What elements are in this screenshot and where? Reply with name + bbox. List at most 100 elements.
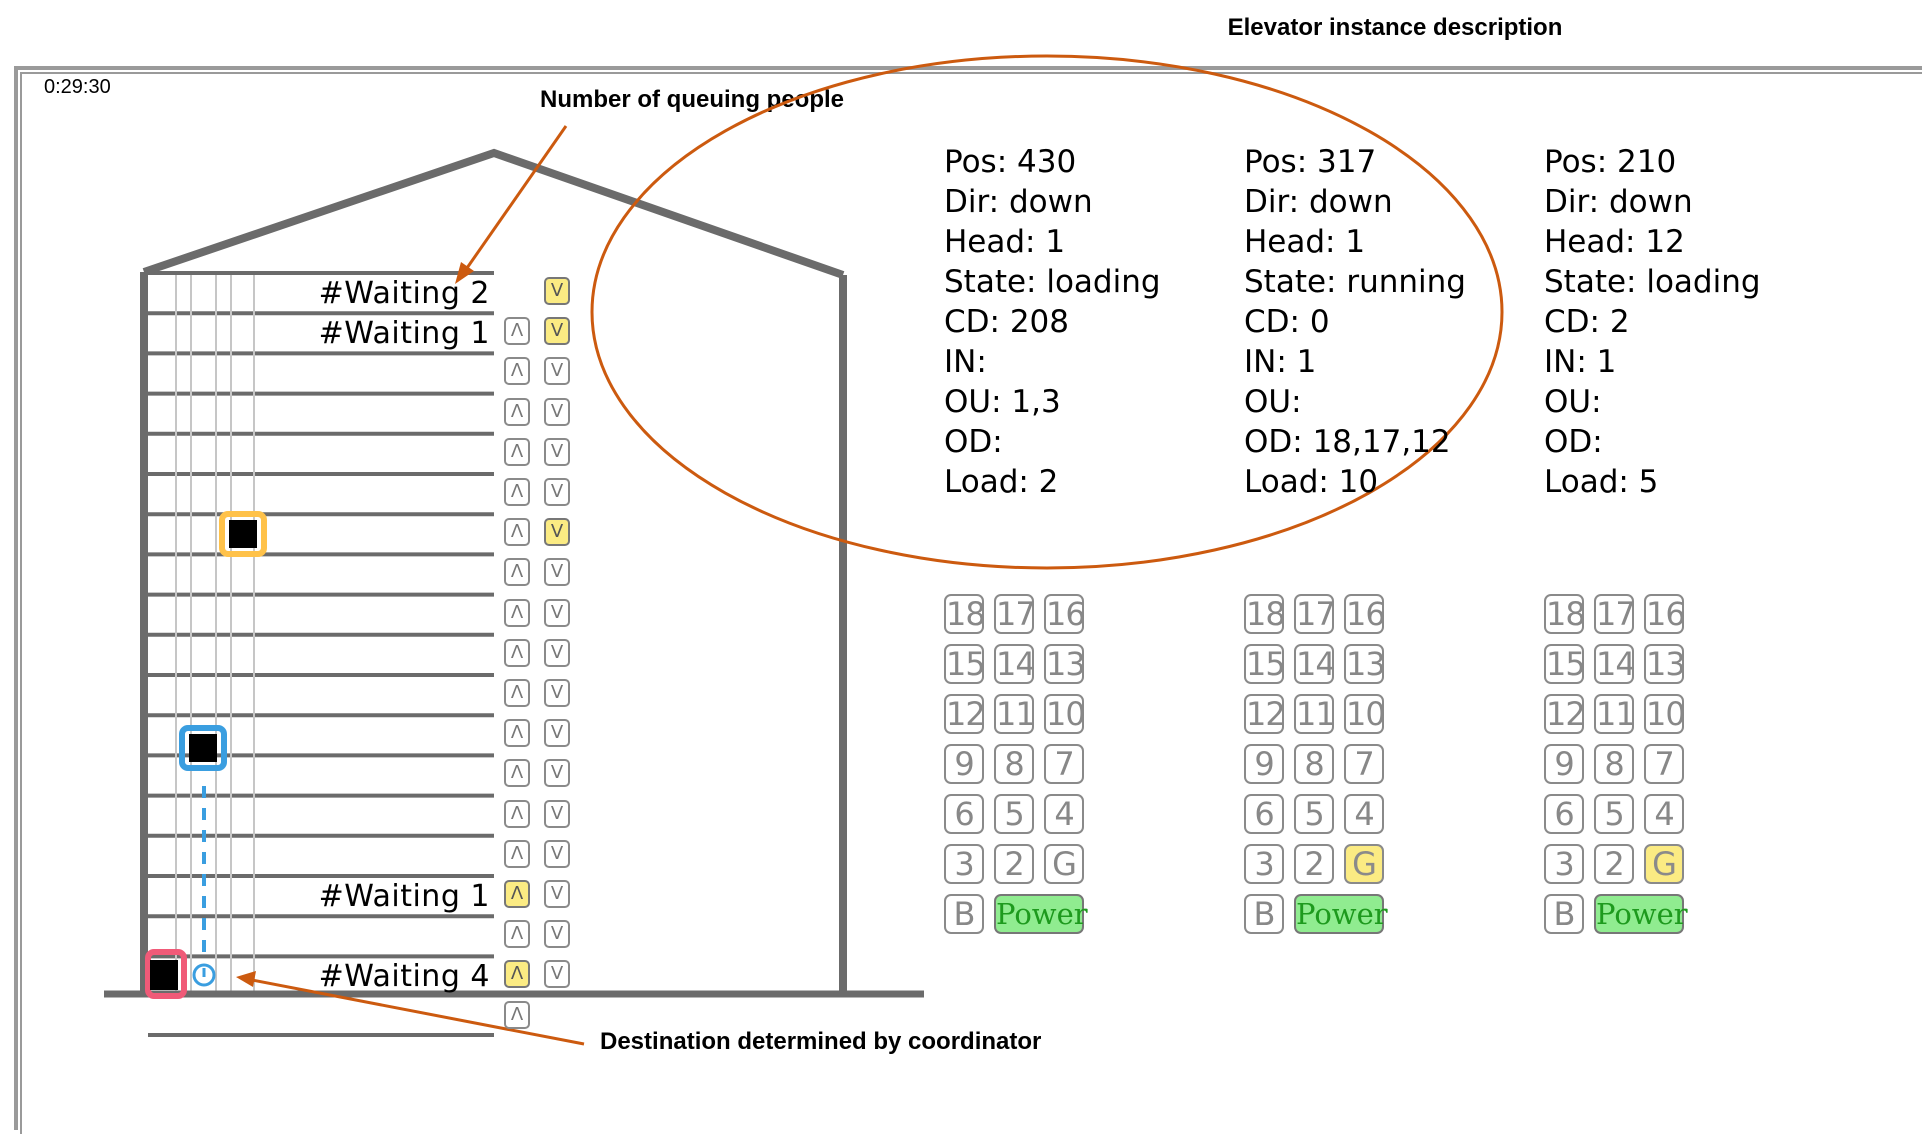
car-floor-button[interactable]: 17 — [994, 594, 1036, 634]
hall-down-button[interactable]: V — [544, 880, 570, 908]
car-floor-button[interactable]: 3 — [944, 844, 984, 884]
hall-up-button[interactable]: Λ — [504, 638, 530, 667]
car-floor-button[interactable]: 13 — [1644, 644, 1686, 684]
hall-down-button[interactable]: V — [544, 638, 570, 667]
hall-up-button[interactable]: Λ — [504, 437, 530, 466]
car-floor-button[interactable]: 10 — [1344, 694, 1386, 734]
hall-down-button[interactable]: V — [544, 558, 570, 587]
car-floor-button[interactable]: 12 — [944, 694, 986, 734]
hall-up-button[interactable]: Λ — [504, 679, 530, 707]
car-floor-button[interactable]: 15 — [1544, 644, 1586, 684]
hall-down-button[interactable]: V — [544, 397, 570, 426]
hall-up-button[interactable]: Λ — [504, 558, 530, 587]
car-floor-button[interactable]: 4 — [1344, 794, 1384, 834]
car-floor-button[interactable]: 2 — [1594, 844, 1634, 884]
car-floor-button[interactable]: 7 — [1044, 744, 1084, 784]
hall-up-button[interactable]: Λ — [504, 719, 530, 748]
car-floor-button[interactable]: 16 — [1344, 594, 1386, 634]
hall-down-button[interactable]: V — [544, 478, 570, 506]
hall-up-button[interactable]: Λ — [504, 920, 530, 949]
hall-down-button[interactable]: V — [544, 317, 570, 346]
car-floor-button[interactable]: 7 — [1344, 744, 1384, 784]
car-floor-button[interactable]: 12 — [1544, 694, 1586, 734]
hall-down-button[interactable]: V — [544, 437, 570, 466]
car-floor-button[interactable]: 6 — [1544, 794, 1584, 834]
car-floor-button[interactable]: 5 — [1294, 794, 1334, 834]
car-floor-button[interactable]: 13 — [1344, 644, 1386, 684]
hall-up-button[interactable]: Λ — [504, 880, 530, 908]
car-floor-button[interactable]: 3 — [1544, 844, 1584, 884]
car-floor-button[interactable]: G — [1344, 844, 1384, 884]
hall-up-button[interactable]: Λ — [504, 839, 530, 868]
car-floor-button[interactable]: B — [1544, 894, 1584, 934]
car-floor-button[interactable]: 14 — [994, 644, 1036, 684]
car-floor-button[interactable]: G — [1644, 844, 1684, 884]
elevator-car-1[interactable] — [145, 949, 187, 999]
car-floor-button[interactable]: 12 — [1244, 694, 1286, 734]
car-floor-button[interactable]: 11 — [1294, 694, 1336, 734]
car-floor-button[interactable]: 8 — [1594, 744, 1634, 784]
car-floor-button[interactable]: 15 — [944, 644, 986, 684]
hall-down-button[interactable]: V — [544, 679, 570, 707]
hall-up-button[interactable]: Λ — [504, 1000, 530, 1029]
hall-up-button[interactable]: Λ — [504, 357, 530, 386]
hall-down-button[interactable]: V — [544, 960, 570, 989]
hall-up-button[interactable]: Λ — [504, 397, 530, 426]
hall-up-button[interactable]: Λ — [504, 799, 530, 828]
car-floor-button[interactable]: 2 — [994, 844, 1034, 884]
car-floor-button[interactable]: 8 — [994, 744, 1034, 784]
car-floor-button[interactable]: 5 — [994, 794, 1034, 834]
car-floor-button[interactable]: 5 — [1594, 794, 1634, 834]
car-floor-button[interactable]: 18 — [944, 594, 986, 634]
car-floor-button[interactable]: B — [944, 894, 984, 934]
hall-down-button[interactable]: V — [544, 719, 570, 748]
simulation-clock: 0:29:30 — [44, 76, 111, 98]
car-floor-button[interactable]: 6 — [1244, 794, 1284, 834]
hall-up-button[interactable]: Λ — [504, 518, 530, 547]
car-floor-button[interactable]: B — [1244, 894, 1284, 934]
car-floor-button[interactable]: 15 — [1244, 644, 1286, 684]
car-floor-button[interactable]: 2 — [1294, 844, 1334, 884]
hall-down-button[interactable]: V — [544, 759, 570, 788]
hall-down-button[interactable]: V — [544, 277, 570, 305]
car-floor-button[interactable]: 4 — [1644, 794, 1684, 834]
car-floor-button[interactable]: 14 — [1594, 644, 1636, 684]
hall-up-button[interactable]: Λ — [504, 598, 530, 627]
car-floor-button[interactable]: 11 — [1594, 694, 1636, 734]
hall-down-button[interactable]: V — [544, 799, 570, 828]
car-floor-button[interactable]: 10 — [1644, 694, 1686, 734]
car-floor-button[interactable]: 18 — [1244, 594, 1286, 634]
car-floor-button[interactable]: 3 — [1244, 844, 1284, 884]
car-floor-button[interactable]: 17 — [1594, 594, 1636, 634]
car-floor-button[interactable]: 16 — [1044, 594, 1086, 634]
hall-down-button[interactable]: V — [544, 839, 570, 868]
car-floor-button[interactable]: 9 — [1544, 744, 1584, 784]
hall-up-button[interactable]: Λ — [504, 960, 530, 989]
elevator-car-2[interactable] — [179, 725, 227, 771]
car-floor-button[interactable]: 6 — [944, 794, 984, 834]
car-floor-button[interactable]: 14 — [1294, 644, 1336, 684]
car-floor-button[interactable]: 11 — [994, 694, 1036, 734]
car-floor-button[interactable]: G — [1044, 844, 1084, 884]
hall-down-button[interactable]: V — [544, 357, 570, 386]
car-floor-button[interactable]: 7 — [1644, 744, 1684, 784]
car-floor-button[interactable]: 8 — [1294, 744, 1334, 784]
car-floor-button[interactable]: 16 — [1644, 594, 1686, 634]
car-floor-button[interactable]: 9 — [944, 744, 984, 784]
hall-down-button[interactable]: V — [544, 518, 570, 547]
car-floor-button[interactable]: 9 — [1244, 744, 1284, 784]
power-button[interactable]: Power — [1594, 894, 1688, 934]
hall-up-button[interactable]: Λ — [504, 317, 530, 346]
hall-down-button[interactable]: V — [544, 598, 570, 627]
car-floor-button[interactable]: 13 — [1044, 644, 1086, 684]
car-floor-button[interactable]: 4 — [1044, 794, 1084, 834]
power-button[interactable]: Power — [1294, 894, 1388, 934]
car-floor-button[interactable]: 18 — [1544, 594, 1586, 634]
car-floor-button[interactable]: 10 — [1044, 694, 1086, 734]
hall-up-button[interactable]: Λ — [504, 478, 530, 506]
power-button[interactable]: Power — [994, 894, 1088, 934]
hall-down-button[interactable]: V — [544, 920, 570, 949]
car-floor-button[interactable]: 17 — [1294, 594, 1336, 634]
hall-up-button[interactable]: Λ — [504, 759, 530, 788]
elevator-car-3[interactable] — [219, 511, 267, 557]
